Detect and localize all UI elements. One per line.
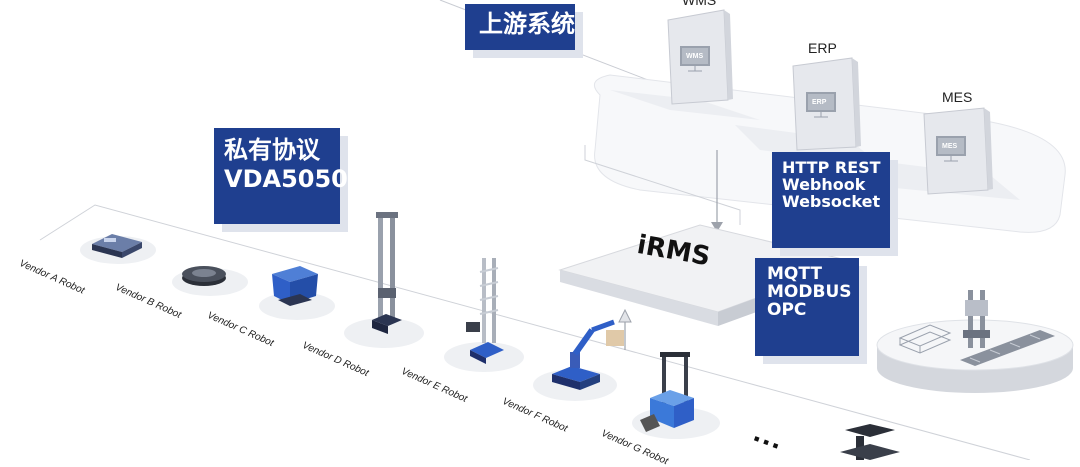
- robot-g-icon: [640, 352, 694, 432]
- wms-screen-text: WMS: [686, 53, 704, 60]
- conveyor-icon: [960, 330, 1055, 366]
- warehouse-platform: [876, 319, 1074, 393]
- protocol-modbus: MODBUS: [767, 281, 852, 302]
- disc-c: [259, 292, 335, 320]
- private-protocol-title: 私有协议: [224, 136, 320, 164]
- robot-b-icon: [182, 266, 226, 286]
- mes-server-icon: [923, 107, 993, 195]
- erp-screen-text: ERP: [812, 99, 827, 106]
- protocol-mqtt: MQTT: [767, 264, 822, 284]
- private-protocol-badge: 私有协议 VDA5050: [214, 128, 348, 224]
- down-arrow-icon: [711, 222, 723, 232]
- device-protocols-badge: MQTT MODBUS OPC: [755, 258, 859, 356]
- disc-d: [344, 318, 424, 348]
- wms-label: WMS: [682, 0, 717, 8]
- mes-label: MES: [942, 89, 973, 105]
- upstream-system-badge: 上游系统: [465, 4, 575, 50]
- wms-server-icon: [667, 9, 733, 105]
- lift-tower-icon: [963, 290, 990, 348]
- erp-server-icon: [792, 57, 861, 151]
- protocol-http-rest: HTTP REST: [782, 158, 881, 177]
- erp-label: ERP: [808, 40, 837, 56]
- vda5050-label: VDA5050: [224, 165, 348, 194]
- floor-line: [39, 204, 1031, 460]
- mes-screen-text: MES: [942, 143, 958, 150]
- up-arrow-icon: [618, 308, 632, 323]
- http-protocols-badge: HTTP REST Webhook Websocket: [772, 152, 890, 248]
- wms-shadow: [610, 90, 760, 120]
- robot-h-icon: [840, 424, 900, 460]
- shelving-icon: [898, 324, 952, 354]
- robot-d-icon: [372, 212, 402, 334]
- protocol-websocket: Websocket: [782, 191, 881, 211]
- robot-c-icon: [272, 266, 318, 306]
- robot-f-icon: [552, 319, 624, 390]
- protocol-webhook: Webhook: [782, 174, 866, 194]
- robot-a-icon: [92, 234, 142, 258]
- upstream-system-title: 上游系统: [479, 10, 575, 38]
- protocol-opc: OPC: [767, 299, 807, 320]
- robot-e-icon: [466, 258, 504, 364]
